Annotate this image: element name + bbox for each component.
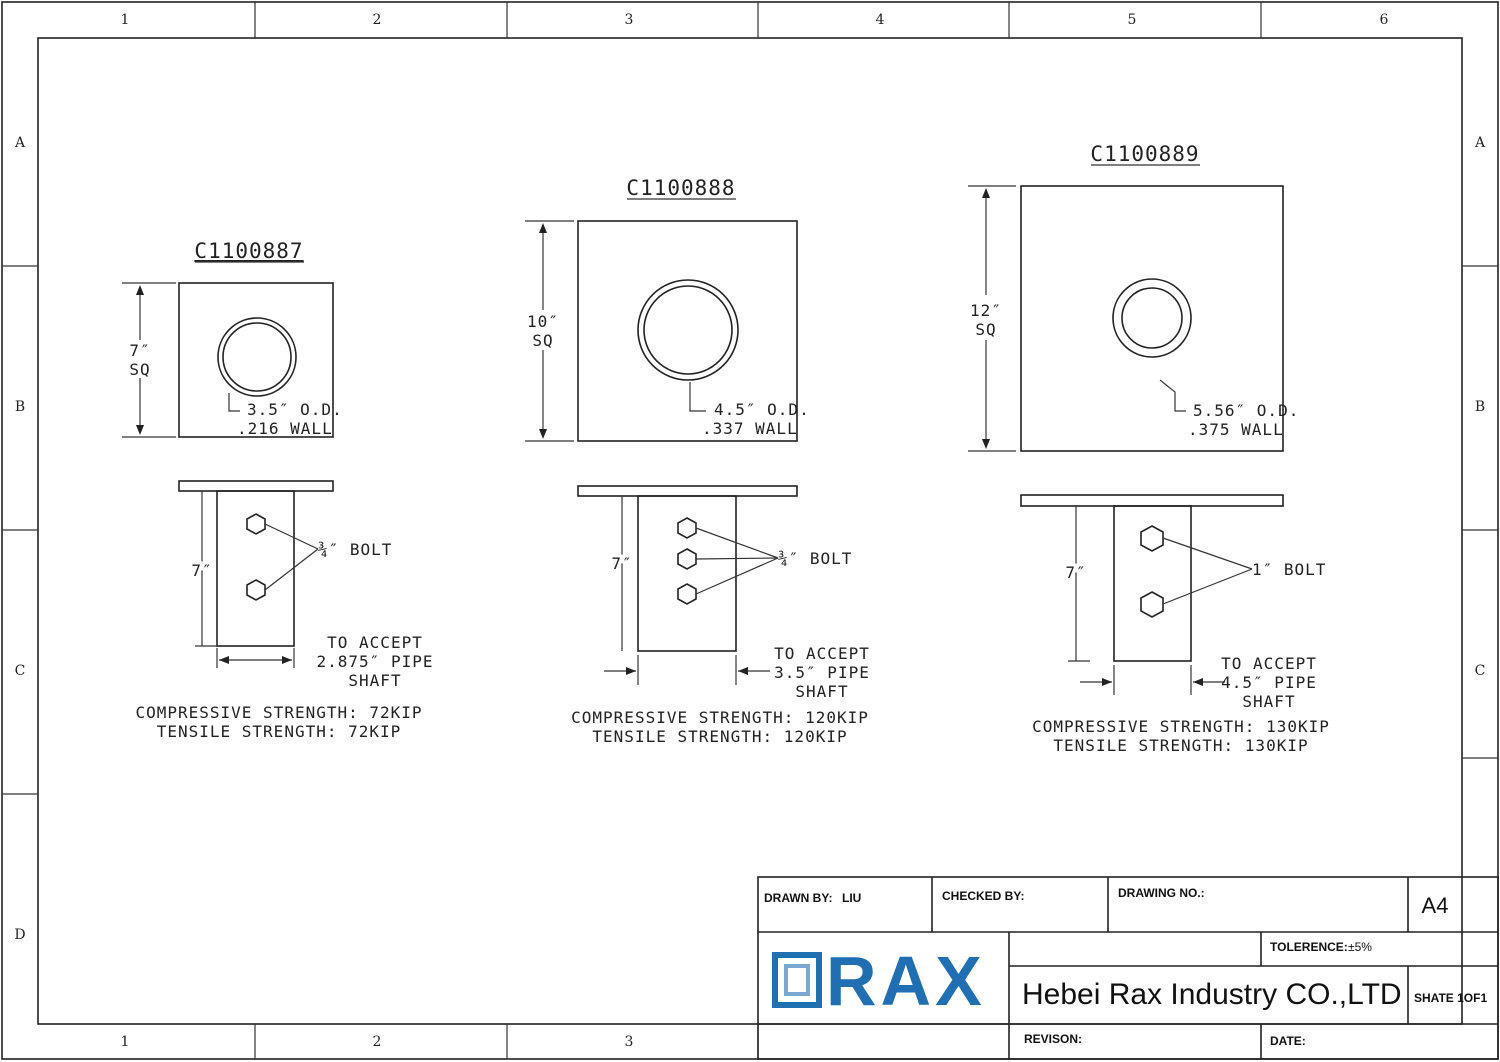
col-label: 4 — [876, 12, 885, 28]
date-label: DATE: — [1270, 1034, 1306, 1048]
row-label: A — [1474, 135, 1486, 151]
plate-unit: SQ — [975, 320, 996, 339]
plate-size: 10″ — [527, 312, 559, 331]
sleeve-height: 7″ — [1065, 563, 1086, 582]
accept-line2: 4.5″ PIPE — [1221, 673, 1317, 692]
bolt-label: ¾″ BOLT — [778, 549, 852, 568]
svg-text:7″: 7″ — [611, 554, 632, 573]
pipe-wall: .375 WALL — [1188, 420, 1284, 439]
col-label: 6 — [1380, 12, 1389, 28]
row-label: D — [14, 927, 25, 943]
accept-line3: SHAFT — [348, 671, 401, 690]
base-plate-side-view — [577, 485, 798, 497]
tolerance-label: TOLERENCE: — [1270, 940, 1348, 954]
compressive-strength: COMPRESSIVE STRENGTH: 130KIP — [1032, 717, 1330, 736]
zone-labels: 1 2 3 4 5 6 1 2 3 A B C D A B C — [14, 12, 1486, 1050]
company-name: Hebei Rax Industry CO.,LTD — [1022, 978, 1402, 1011]
row-label: C — [1475, 663, 1486, 679]
accept-line1: TO ACCEPT — [327, 633, 423, 652]
accept-line3: SHAFT — [1242, 692, 1295, 711]
plate-unit: SQ — [129, 360, 150, 379]
row-label: B — [15, 399, 25, 415]
rax-logo: RAX — [772, 942, 986, 1020]
sheet-number: SHATE 1OF1 — [1414, 991, 1487, 1005]
pipe-wall: .337 WALL — [702, 419, 798, 438]
base-plate-side-view — [1020, 494, 1284, 507]
pipe-od: 3.5″ O.D. — [247, 400, 343, 419]
compressive-strength: COMPRESSIVE STRENGTH: 120KIP — [571, 708, 869, 727]
row-label: A — [14, 135, 26, 151]
col-label: 2 — [373, 12, 382, 28]
tensile-strength: TENSILE STRENGTH: 72KIP — [157, 722, 402, 741]
sleeve — [637, 495, 737, 652]
col-label: 3 — [625, 1034, 634, 1050]
row-label: C — [15, 663, 26, 679]
title-block: DRAWN BY: LIU CHECKED BY: DRAWING NO.: A… — [757, 876, 1499, 1060]
pipe-od: 5.56″ O.D. — [1193, 401, 1299, 420]
checked-by-label: CHECKED BY: — [942, 889, 1024, 903]
base-plate-side-view — [178, 480, 334, 492]
accept-line2: 2.875″ PIPE — [317, 652, 434, 671]
accept-line1: TO ACCEPT — [1221, 654, 1317, 673]
drawn-by-value: LIU — [842, 891, 861, 905]
base-plate-top-view — [1020, 185, 1284, 452]
accept-line1: TO ACCEPT — [774, 644, 870, 663]
plate-unit: SQ — [532, 331, 553, 350]
tensile-strength: TENSILE STRENGTH: 130KIP — [1053, 736, 1308, 755]
accept-line3: SHAFT — [795, 682, 848, 701]
part-number: C1100889 — [1090, 142, 1199, 166]
tensile-strength: TENSILE STRENGTH: 120KIP — [592, 727, 847, 746]
part-c1100887: C1100887 7″ SQ 3.5″ O.D. .216 WALL ¾″ BO… — [122, 239, 434, 741]
sleeve-height: 7″ — [611, 554, 632, 573]
part-number: C1100887 — [194, 239, 303, 263]
tolerance-value: ±5% — [1348, 940, 1372, 954]
base-plate-top-view — [577, 220, 798, 442]
part-c1100888: C1100888 10″ SQ 4.5″ O.D. .337 WALL ¾″ B… — [525, 176, 870, 746]
svg-text:7″: 7″ — [1065, 563, 1086, 582]
bolt-label: 1″ BOLT — [1252, 560, 1326, 579]
pipe-wall: .216 WALL — [237, 419, 333, 438]
svg-text:7″: 7″ — [191, 561, 212, 580]
sheet-size: A4 — [1422, 893, 1449, 918]
inner-border — [37, 37, 1463, 1025]
sleeve — [216, 490, 295, 647]
row-dividers — [2, 265, 1498, 795]
plate-size: 7″ — [129, 341, 150, 360]
logo-text: RAX — [826, 942, 986, 1020]
base-plate-top-view — [178, 282, 334, 438]
col-label: 3 — [625, 12, 634, 28]
drawn-by-label: DRAWN BY: — [764, 891, 832, 905]
plate-size: 12″ — [970, 301, 1002, 320]
drawing-no-label: DRAWING NO.: — [1118, 886, 1205, 900]
sleeve-height: 7″ — [191, 561, 212, 580]
col-label: 1 — [121, 1034, 130, 1050]
accept-line2: 3.5″ PIPE — [774, 663, 870, 682]
part-c1100889: C1100889 12″ SQ 5.56″ O.D. .375 WALL 1″ … — [968, 142, 1330, 755]
part-number: C1100888 — [626, 176, 735, 200]
col-label: 2 — [373, 1034, 382, 1050]
pipe-od: 4.5″ O.D. — [714, 400, 810, 419]
row-label: B — [1475, 399, 1485, 415]
sleeve — [1113, 505, 1192, 662]
col-label: 5 — [1128, 12, 1137, 28]
col-label: 1 — [121, 12, 130, 28]
bolt-label: ¾″ BOLT — [318, 540, 392, 559]
compressive-strength: COMPRESSIVE STRENGTH: 72KIP — [135, 703, 422, 722]
revision-label: REVISON: — [1024, 1032, 1082, 1046]
